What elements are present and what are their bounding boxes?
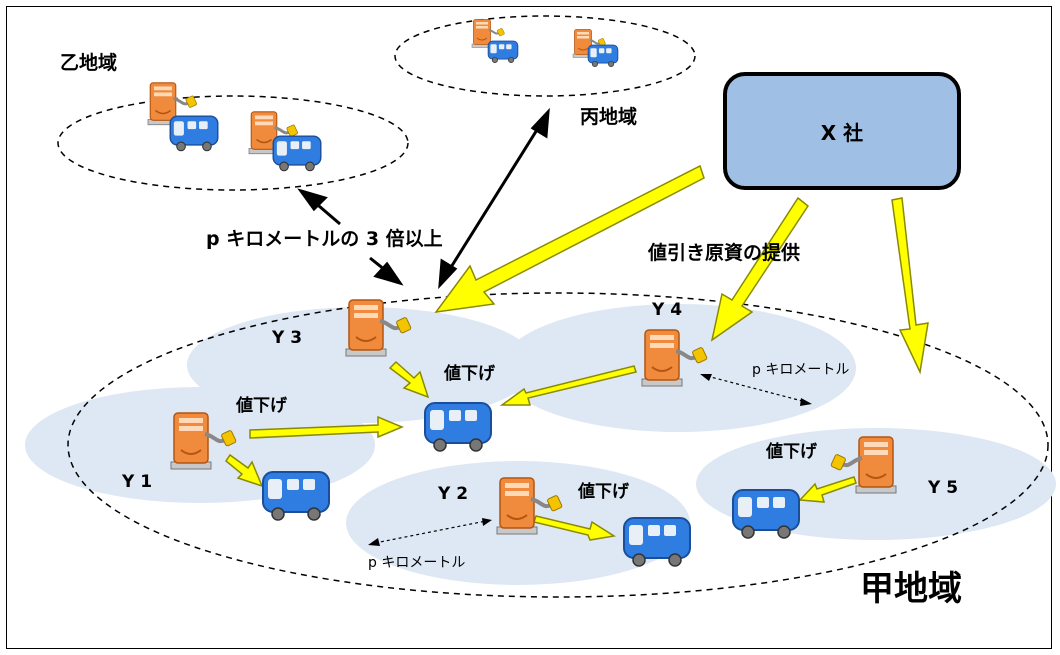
station-label-y2: Y 2 — [438, 484, 469, 504]
bus-otsu-1-icon — [169, 115, 219, 152]
bus-y2-icon — [623, 517, 691, 567]
pkm-dotted-arrows — [374, 375, 807, 544]
station-label-y4: Y 4 — [652, 300, 683, 320]
company-x-label: X 社 — [820, 120, 864, 145]
region-otsu-ellipse — [57, 95, 409, 191]
price-cut-label-center: 値下げ — [444, 364, 495, 384]
station-label-y1: Y 1 — [122, 472, 153, 492]
bus-hei-1-icon — [487, 40, 519, 64]
distance-arrows — [297, 107, 550, 290]
region-otsu-label: 乙地域 — [60, 52, 118, 74]
station-label-y5: Y 5 — [928, 478, 959, 498]
price-cut-arrows — [224, 360, 857, 541]
pkm-label-bottom: p キロメートル — [368, 555, 466, 571]
bus-y1-icon — [262, 471, 330, 521]
bus-center-icon — [424, 402, 492, 452]
pkm-label-right: p キロメートル — [752, 362, 850, 378]
funding-arrows — [434, 164, 929, 375]
station-label-y3: Y 3 — [272, 328, 303, 348]
market-area-y3 — [187, 307, 537, 423]
distance-rule-label: p キロメートルの 3 倍以上 — [206, 228, 443, 250]
bus-hei-2-icon — [587, 44, 619, 68]
company-x-box: X 社 — [723, 72, 961, 190]
price-cut-label-y5: 値下げ — [766, 442, 817, 462]
price-cut-label-y1: 値下げ — [236, 396, 287, 416]
discount-funding-label: 値引き原資の提供 — [648, 242, 801, 264]
region-hei-label: 丙地域 — [580, 106, 638, 128]
diagram-frame — [6, 6, 1052, 649]
region-kou-ellipse — [67, 292, 1049, 598]
price-cut-label-y2: 値下げ — [578, 482, 629, 502]
bus-otsu-2-icon — [272, 135, 322, 172]
bus-y5-icon — [732, 489, 800, 539]
region-hei-ellipse — [394, 15, 696, 97]
region-kou-label: 甲地域 — [860, 569, 962, 609]
